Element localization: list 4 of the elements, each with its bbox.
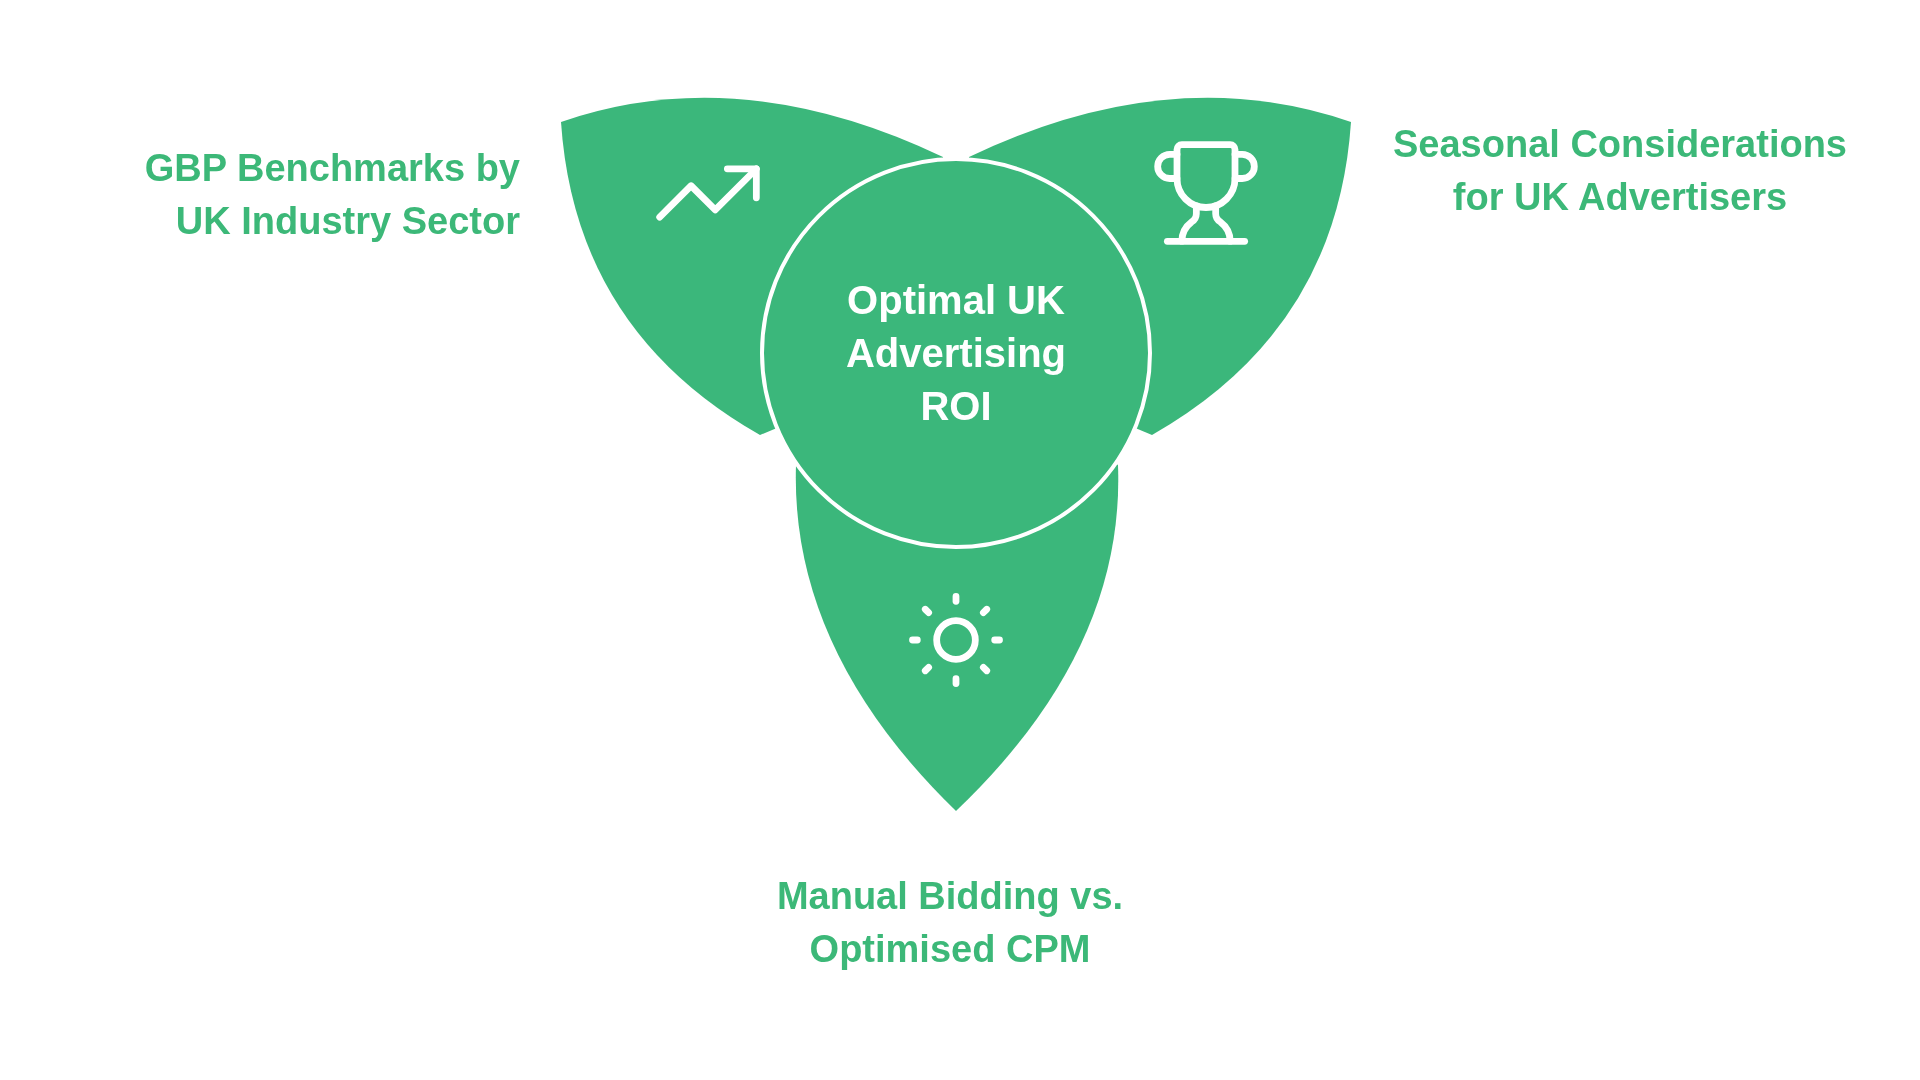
petal-heading: Manual Bidding vs. Optimised CPM — [775, 874, 1125, 972]
center-title: Optimal UK Advertising ROI — [844, 276, 1067, 430]
petal-heading: GBP Benchmarks by UK Industry Sector — [143, 146, 520, 244]
petal-heading: Seasonal Considerations for UK Advertisers — [1392, 122, 1848, 220]
